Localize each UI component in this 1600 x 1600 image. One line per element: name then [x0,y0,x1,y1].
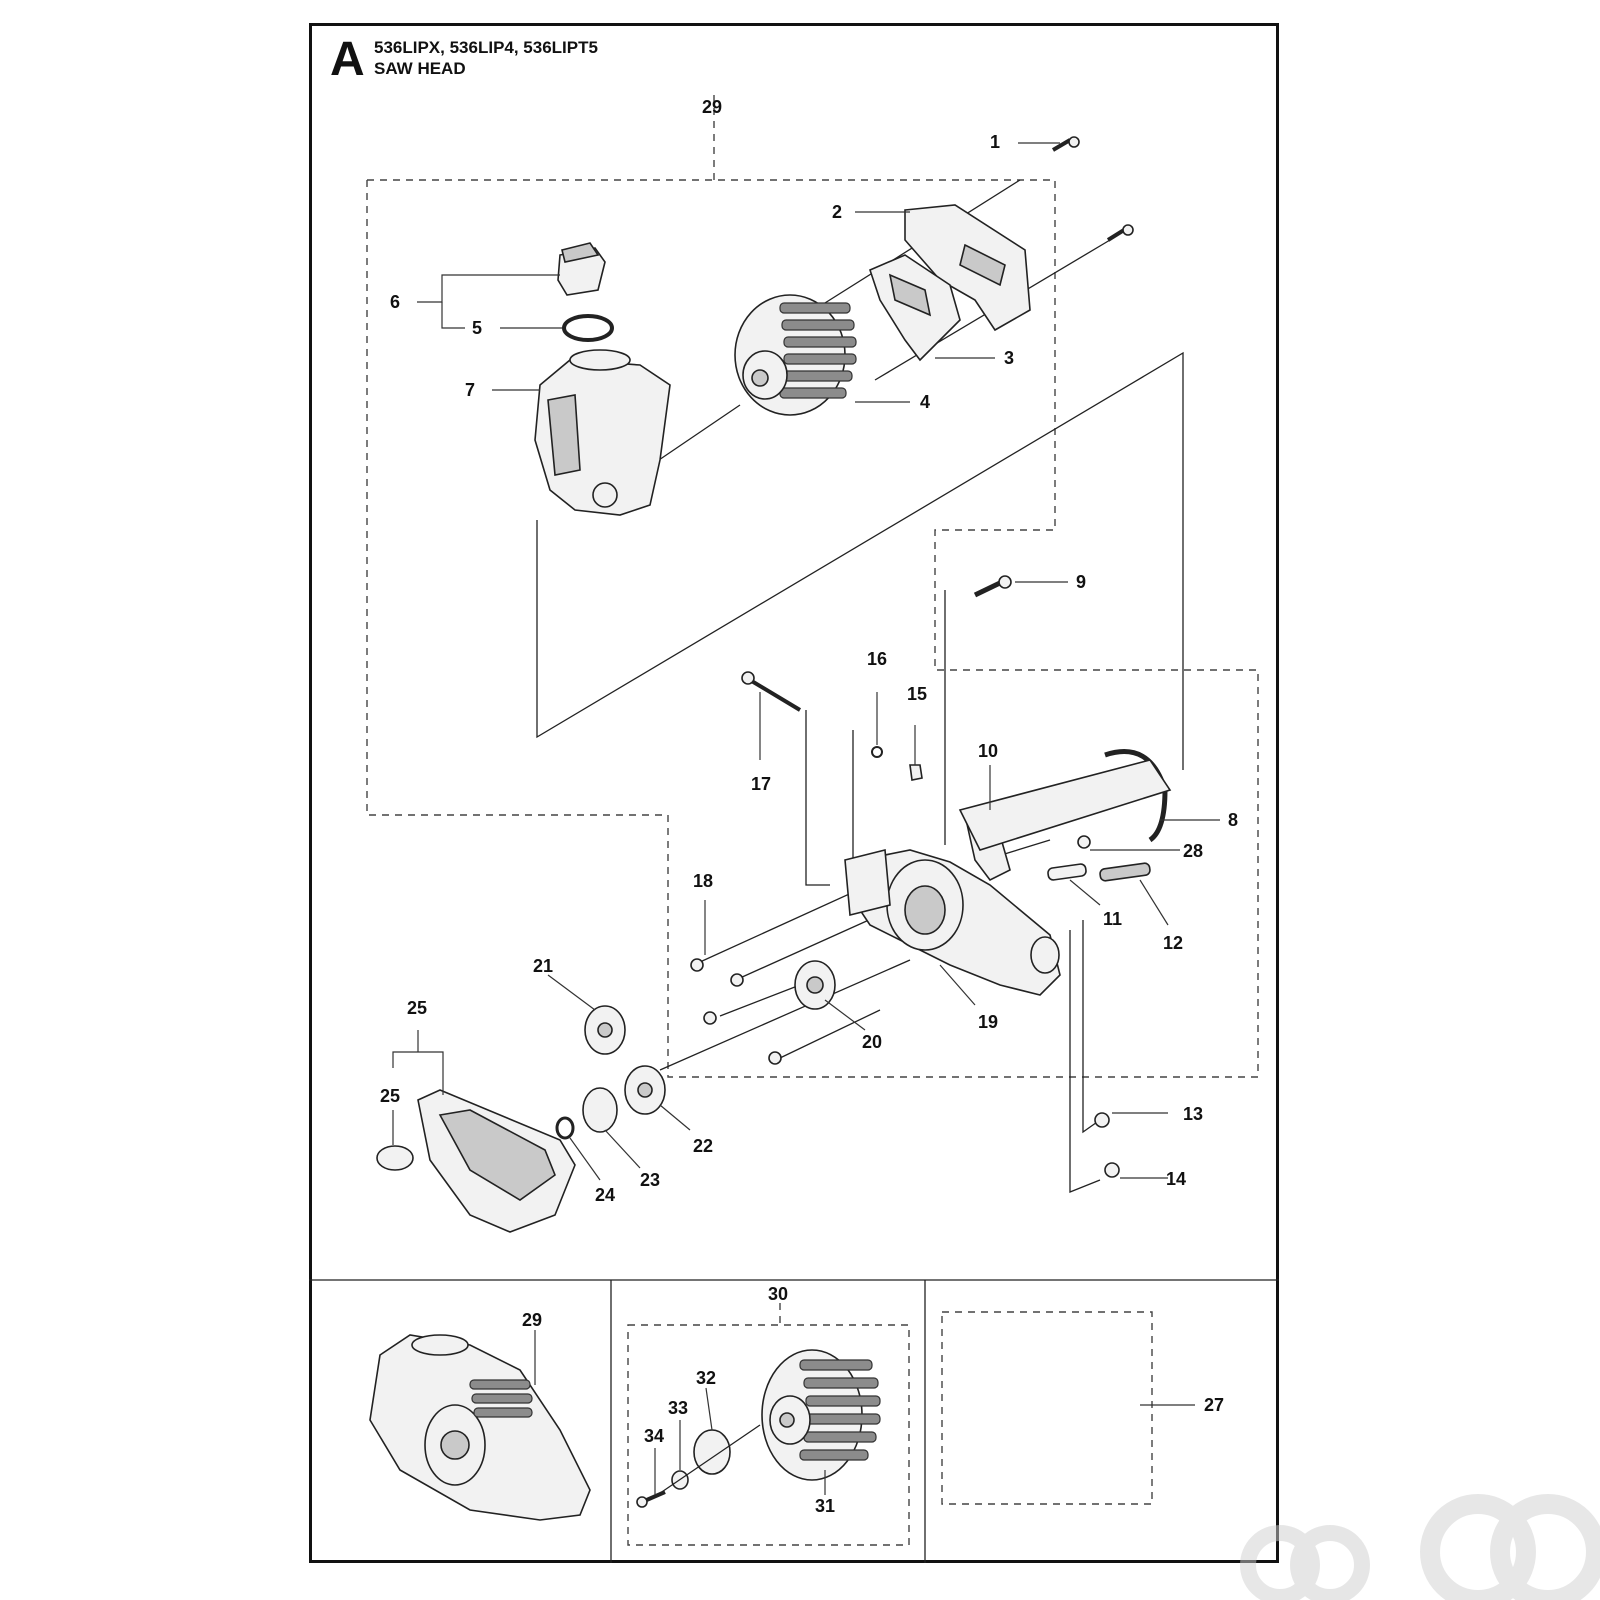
callout-20: 20 [862,1032,882,1052]
callout-33: 33 [668,1398,688,1418]
part-18-screw-b [730,973,744,987]
part-5-o-ring [562,314,614,342]
part-3-grille [888,273,932,317]
projection-line-30 [649,1424,761,1501]
callout-4: 4 [920,392,930,412]
callout-25-lower: 25 [380,1086,400,1106]
callout-24: 24 [595,1185,615,1205]
callout-17: 17 [751,774,771,794]
watermark-logo-large [1420,1494,1600,1600]
part-18-screw-d [768,1051,782,1065]
projection-line-main [536,351,1184,770]
part-7-battery-housing [534,349,671,516]
callout-8: 8 [1228,810,1238,830]
leader-19 [939,964,976,1006]
part-24-circlip [555,1116,575,1140]
callout-12: 12 [1163,933,1183,953]
assembly-29-thumbnail [369,1334,591,1521]
watermark-logo-small [1240,1525,1370,1600]
part-20-sprocket [794,960,836,1010]
part-22-sprocket [624,1065,666,1115]
projection-line-shaft [659,959,911,1071]
diagram-title: SAW HEAD [374,59,466,78]
callout-7: 7 [465,380,475,400]
part-12-spring [1099,862,1151,882]
callout-3: 3 [1004,348,1014,368]
part-9-bolt [973,575,1012,598]
part-15-nut [909,764,923,781]
part-28-nut [1077,835,1091,849]
callout-28: 28 [1183,841,1203,861]
leader-24 [569,1137,601,1181]
part-25-guard [376,1089,576,1233]
part-11-pin [1047,863,1087,881]
callout-19: 19 [978,1012,998,1032]
part-4-motor [734,294,857,416]
callout-29-bottom: 29 [522,1310,542,1330]
callout-6: 6 [390,292,400,312]
section-letter: A [330,33,365,86]
part-18-screw-c [703,1011,717,1025]
projection-line-28 [997,839,1051,857]
leader-11 [1069,879,1101,906]
leader-6-b [441,302,465,329]
callout-32: 32 [696,1368,716,1388]
part-6-cap [557,242,606,296]
group-30-outline [627,1324,910,1546]
group-27-outline [941,1311,1153,1505]
projection-line-13 [1082,920,1101,1134]
callout-31: 31 [815,1496,835,1516]
callout-11: 11 [1103,909,1122,929]
projection-line-17 [805,710,830,886]
projection-line-14 [1069,930,1101,1193]
leader-25-top [392,1051,444,1095]
callout-30: 30 [768,1284,788,1304]
callout-22: 22 [693,1136,713,1156]
part-23-washer [582,1087,618,1133]
part-14-screw [1104,1162,1120,1178]
callout-14: 14 [1166,1169,1186,1189]
leader-20 [824,999,866,1031]
callout-10: 10 [978,741,998,761]
part-19-gear-housing [844,759,1172,996]
part-31-motor [761,1349,881,1481]
callout-34: 34 [644,1426,664,1446]
leader-22 [659,1104,691,1131]
part-16-washer [871,746,883,758]
leader-32 [705,1387,713,1431]
leader-6-a [417,274,560,303]
projection-line-2 [789,179,1021,326]
diagram-frame [309,23,1279,1563]
callout-16: 16 [867,649,887,669]
leader-23 [604,1129,641,1169]
callout-15: 15 [907,684,927,704]
leader-12 [1139,879,1169,926]
callout-29: 29 [702,97,722,117]
model-list: 536LIPX, 536LIP4, 536LIPT5 [374,38,598,57]
projection-line-bolt-c [779,1009,881,1059]
leader-21 [547,974,596,1011]
part-17-long-bolt [741,671,802,712]
callout-5: 5 [472,318,482,338]
part-1-screw-b [1106,224,1134,242]
part-13-screw [1094,1112,1110,1128]
part-32-washer [693,1429,731,1475]
group-29-outline [366,179,1259,1078]
part-2-vent [959,243,1006,287]
callout-13: 13 [1183,1104,1203,1124]
callout-18: 18 [693,871,713,891]
callout-21: 21 [533,956,553,976]
part-21-sprocket [584,1005,626,1055]
projection-line-bolt-b [719,984,801,1017]
callout-27: 27 [1204,1395,1224,1415]
part-18-screw [690,958,704,972]
callout-23: 23 [640,1170,660,1190]
callout-9: 9 [1076,572,1086,592]
callout-25: 25 [407,998,427,1018]
callout-1: 1 [990,132,1000,152]
callout-2: 2 [832,202,842,222]
part-1-screw [1051,136,1080,152]
projection-line-bolt-a [739,914,881,979]
